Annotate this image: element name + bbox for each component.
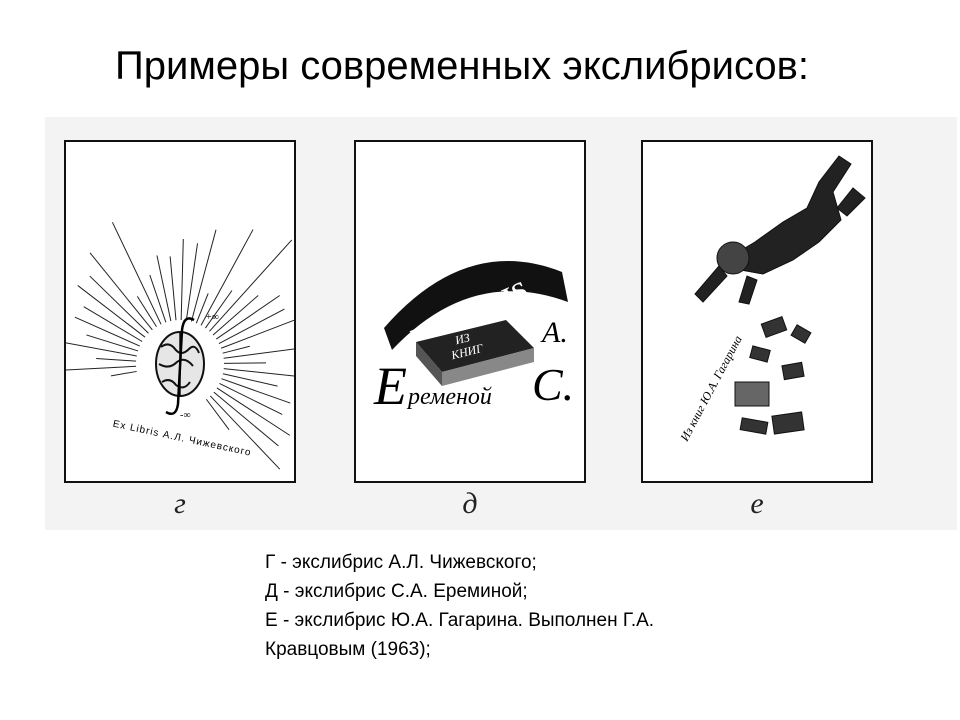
- sun-ray: [220, 319, 294, 349]
- minus-infinity-mark: -∞: [180, 410, 190, 421]
- sun-ray: [213, 391, 279, 447]
- sun-ray: [209, 395, 281, 470]
- book-icon: ИЗ КНИГ: [416, 320, 534, 386]
- sun-ray: [83, 306, 143, 342]
- sun-ray: [169, 256, 177, 321]
- sun-ray: [216, 387, 291, 436]
- caption-line: Кравцовым (1963);: [265, 639, 431, 660]
- caption-line: Е - экслибрис Ю.А. Гагарина. Выполнен Г.…: [265, 610, 655, 631]
- sun-ray: [180, 239, 184, 321]
- bookplate-chizhevsky: +∞ -∞ Ex Libris А.Л. Чижевского: [64, 140, 296, 483]
- owner-name: ременой: [406, 384, 492, 410]
- sun-ray: [222, 373, 278, 387]
- sun-ray: [111, 222, 162, 325]
- sun-ray: [223, 368, 294, 377]
- sun-ray: [219, 383, 283, 415]
- sun-ray: [200, 229, 254, 326]
- sun-ray: [86, 334, 139, 352]
- sun-ray: [223, 362, 266, 364]
- sun-ray: [66, 365, 137, 371]
- initial-e: Е: [373, 356, 407, 416]
- initial-a: А.: [540, 316, 568, 349]
- plate-inscription: Ex Libris А.Л. Чижевского: [112, 419, 253, 459]
- sun-ray: [149, 274, 167, 323]
- cosmonaut-illustration: Из книг Ю.А. Гагарина: [677, 155, 866, 444]
- sun-ray: [205, 398, 230, 431]
- sun-ray: [89, 252, 153, 331]
- integral-sign: [165, 317, 195, 415]
- sun-ray: [221, 378, 291, 404]
- sun-ray: [212, 295, 259, 336]
- sun-ray: [96, 357, 137, 362]
- sun-ray: [204, 290, 233, 329]
- plus-infinity-mark: +∞: [206, 312, 219, 323]
- sun-ray: [209, 239, 293, 332]
- sun-ray: [66, 342, 137, 357]
- sunburst-brain-illustration: +∞ -∞ Ex Libris А.Л. Чижевского: [66, 222, 294, 470]
- slide-title: Примеры современных экслибрисов:: [115, 44, 810, 88]
- sun-ray: [222, 345, 250, 354]
- sun-ray: [77, 285, 146, 338]
- caption-line: Г - экслибрис А.Л. Чижевского;: [265, 552, 537, 573]
- sun-ray: [110, 370, 137, 377]
- sun-ray: [74, 316, 141, 347]
- sun-ray: [215, 295, 281, 340]
- sun-ray: [156, 255, 172, 322]
- sun-ray: [195, 293, 209, 324]
- sun-rays: [66, 222, 294, 470]
- falling-books: [734, 316, 812, 435]
- sun-ray: [223, 348, 294, 359]
- sun-ray: [218, 308, 285, 344]
- bookplate-eremina: EXLIBRIS ИЗ КНИГ А. Е С. ременой: [354, 140, 586, 483]
- bookplate-gagarin: Из книг Ю.А. Гагарина: [641, 140, 873, 483]
- plate-letter-g: г: [174, 487, 186, 520]
- plate-letter-e: е: [750, 487, 764, 520]
- sun-ray: [89, 275, 149, 334]
- book-banner-illustration: EXLIBRIS ИЗ КНИГ А. Е С. ременой: [373, 261, 574, 416]
- cosmonaut-figure: [694, 155, 866, 305]
- initial-s: С.: [532, 359, 574, 410]
- plate-letter-d: д: [462, 487, 478, 520]
- sun-ray: [190, 229, 217, 322]
- sun-ray: [136, 296, 157, 328]
- book-text-1: ИЗ: [453, 330, 472, 347]
- sun-ray: [185, 243, 199, 321]
- caption-block: Г - экслибрис А.Л. Чижевского; Д - эксли…: [265, 548, 654, 664]
- caption-line: Д - экслибрис С.А. Ереминой;: [265, 581, 528, 602]
